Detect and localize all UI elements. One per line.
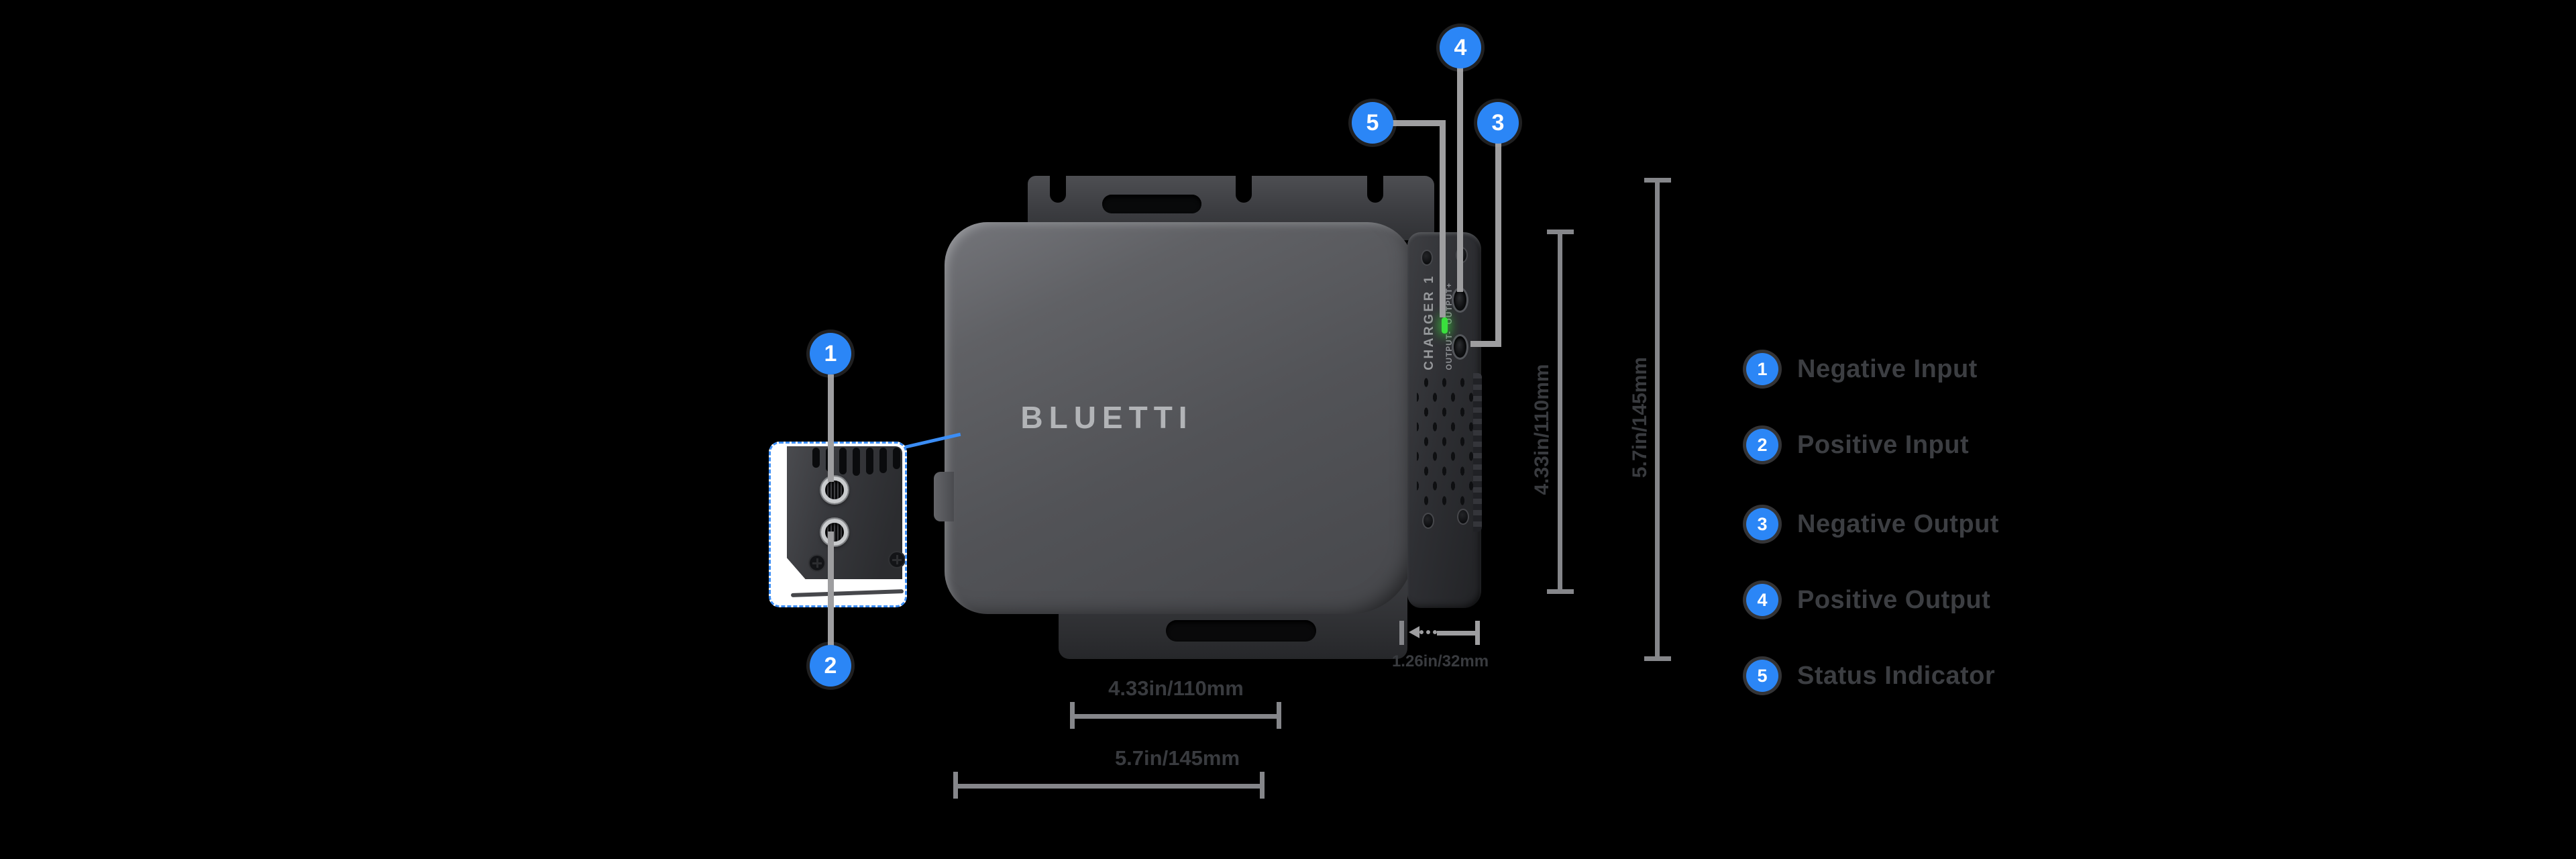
dim-width-inner-line bbox=[1072, 714, 1280, 719]
model-label: CHARGER 1 bbox=[1422, 274, 1436, 370]
callout-badge-3: 3 bbox=[1477, 102, 1519, 144]
leader-line-1 bbox=[828, 374, 834, 482]
legend-badge-1: 1 bbox=[1746, 353, 1778, 385]
dim-height-outer-label: 5.7in/145mm bbox=[1629, 356, 1651, 478]
bracket-notch bbox=[1367, 176, 1383, 203]
legend-badge-4: 4 bbox=[1746, 584, 1778, 616]
inset-vent-slot bbox=[812, 448, 820, 468]
negative-output-port bbox=[1452, 334, 1468, 360]
bluetti-logo: BLUETTI bbox=[1020, 400, 1193, 435]
dim-tick bbox=[1547, 589, 1574, 594]
legend-label-5: Status Indicator bbox=[1797, 661, 1996, 690]
dim-height-inner-label: 4.33in/110mm bbox=[1531, 364, 1553, 495]
dim-depth-label: 1.26in/32mm bbox=[1391, 652, 1489, 670]
callout-badge-5: 5 bbox=[1352, 102, 1393, 144]
dim-height-inner-line bbox=[1558, 232, 1562, 594]
panel-screw bbox=[1422, 513, 1434, 529]
side-clip bbox=[934, 472, 954, 521]
legend-row-2: 2 Positive Input bbox=[1746, 429, 1969, 461]
legend-label-4: Positive Output bbox=[1797, 585, 1991, 614]
inset-vent-slot bbox=[879, 448, 887, 473]
dim-tick bbox=[1475, 621, 1480, 645]
dim-depth-dotted-line bbox=[1419, 630, 1437, 634]
dim-width-outer-line bbox=[955, 784, 1264, 789]
negative-input-terminal bbox=[821, 476, 848, 503]
inset-vent-slot bbox=[853, 448, 860, 476]
inset-edge-line bbox=[790, 589, 904, 597]
panel-screw bbox=[1457, 509, 1469, 525]
bracket-handle-slot bbox=[1166, 620, 1316, 642]
legend-label-2: Positive Input bbox=[1797, 430, 1970, 459]
dim-width-inner-label: 4.33in/110mm bbox=[1108, 676, 1244, 700]
dim-depth-edge-tick bbox=[1399, 621, 1404, 645]
leader-line-3 bbox=[1495, 143, 1501, 344]
legend-row-1: 1 Negative Input bbox=[1746, 353, 1978, 385]
bracket-notch bbox=[1236, 176, 1252, 203]
bracket-handle-slot bbox=[1102, 195, 1201, 213]
legend-badge-2: 2 bbox=[1746, 429, 1778, 461]
inset-vent-slot bbox=[893, 448, 900, 469]
bracket-notch bbox=[1050, 176, 1066, 203]
positive-input-terminal bbox=[821, 519, 848, 546]
callout-badge-2: 2 bbox=[810, 645, 851, 687]
dim-tick bbox=[1644, 656, 1671, 661]
dim-tick bbox=[953, 772, 958, 799]
detail-inset-box bbox=[769, 442, 907, 607]
legend-badge-3: 3 bbox=[1746, 508, 1778, 540]
panel-screw bbox=[1421, 250, 1433, 266]
dim-tick bbox=[1644, 178, 1671, 183]
dim-depth-line bbox=[1437, 631, 1479, 636]
inset-screw bbox=[888, 551, 905, 568]
dim-tick bbox=[1277, 702, 1281, 729]
legend-label-1: Negative Input bbox=[1797, 354, 1978, 383]
status-led-indicator bbox=[1442, 317, 1448, 334]
leader-line-5 bbox=[1440, 120, 1446, 317]
leader-line-4 bbox=[1457, 68, 1463, 292]
legend-row-4: 4 Positive Output bbox=[1746, 584, 1990, 616]
vent-grille bbox=[1417, 374, 1474, 506]
inset-vent-slot bbox=[839, 448, 847, 474]
legend-row-5: 5 Status Indicator bbox=[1746, 660, 1995, 692]
leader-line-5-elbow bbox=[1392, 120, 1446, 126]
inset-vent-slot bbox=[866, 448, 873, 474]
dim-tick bbox=[1260, 772, 1265, 799]
dim-height-outer-line bbox=[1655, 180, 1660, 660]
dim-depth-arrowhead bbox=[1409, 626, 1419, 638]
legend-badge-5: 5 bbox=[1746, 660, 1778, 692]
legend-label-3: Negative Output bbox=[1797, 509, 1999, 538]
inset-screw bbox=[808, 554, 826, 572]
leader-line-2 bbox=[828, 532, 834, 646]
callout-badge-4: 4 bbox=[1440, 27, 1481, 68]
device-body bbox=[945, 222, 1414, 614]
callout-badge-1: 1 bbox=[810, 333, 851, 374]
dim-tick bbox=[1070, 702, 1075, 729]
heatsink-fins bbox=[1473, 373, 1482, 532]
leader-line-3-elbow bbox=[1470, 341, 1501, 347]
dim-width-outer-label: 5.7in/145mm bbox=[1114, 746, 1240, 770]
dim-tick bbox=[1547, 230, 1574, 234]
legend-row-3: 3 Negative Output bbox=[1746, 508, 1999, 540]
